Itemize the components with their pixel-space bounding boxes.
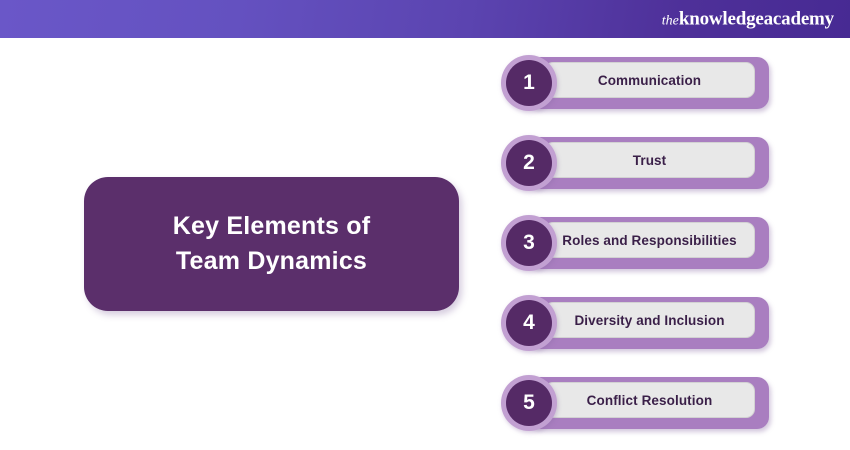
item-inner-panel: Roles and Responsibilities — [544, 222, 755, 258]
item-number-badge: 3 — [501, 215, 557, 271]
item-inner-panel: Diversity and Inclusion — [544, 302, 755, 338]
list-item[interactable]: Roles and Responsibilities 3 — [501, 215, 769, 271]
header-bar: theknowledgeacademy — [0, 0, 850, 38]
item-number-badge: 4 — [501, 295, 557, 351]
item-card: Communication — [528, 57, 769, 109]
list-item-label: Communication — [597, 72, 702, 88]
list-item-number: 5 — [506, 380, 552, 426]
item-inner-panel: Trust — [544, 142, 755, 178]
list-item-label: Trust — [632, 152, 667, 168]
item-inner-panel: Conflict Resolution — [544, 382, 755, 418]
brand-main-text: knowledgeacademy — [678, 8, 834, 30]
brand-the-text: the — [661, 13, 679, 29]
item-number-badge: 1 — [501, 55, 557, 111]
list-item-label: Diversity and Inclusion — [574, 312, 725, 328]
list-item[interactable]: Diversity and Inclusion 4 — [501, 295, 769, 351]
title-card: Key Elements of Team Dynamics — [84, 177, 459, 311]
list-item[interactable]: Communication 1 — [501, 55, 769, 111]
list-item-number: 2 — [506, 140, 552, 186]
item-card: Diversity and Inclusion — [528, 297, 769, 349]
list-item-label: Roles and Responsibilities — [562, 232, 737, 248]
item-number-badge: 2 — [501, 135, 557, 191]
page-title: Key Elements of Team Dynamics — [172, 211, 371, 276]
item-card: Trust — [528, 137, 769, 189]
item-card: Conflict Resolution — [528, 377, 769, 429]
elements-list: Communication 1 Trust 2 Roles and Respon… — [501, 55, 781, 435]
list-item[interactable]: Conflict Resolution 5 — [501, 375, 769, 431]
list-item-number: 1 — [506, 60, 552, 106]
item-inner-panel: Communication — [544, 62, 755, 98]
item-card: Roles and Responsibilities — [528, 217, 769, 269]
list-item-number: 3 — [506, 220, 552, 266]
item-number-badge: 5 — [501, 375, 557, 431]
list-item-label: Conflict Resolution — [586, 392, 713, 408]
list-item-number: 4 — [506, 300, 552, 346]
list-item[interactable]: Trust 2 — [501, 135, 769, 191]
brand-logo: theknowledgeacademy — [662, 10, 834, 29]
